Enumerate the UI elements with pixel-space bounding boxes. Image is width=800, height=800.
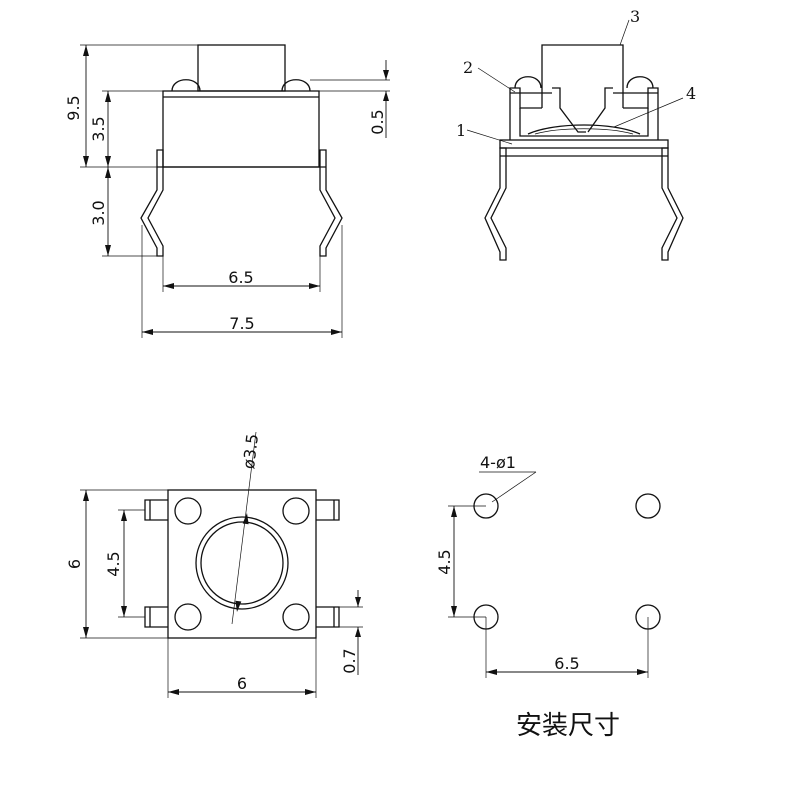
arrowhead [163, 283, 174, 289]
top-button-inner [200, 521, 284, 605]
top-body [167, 489, 317, 639]
footprint-caption: 安装尺寸 [516, 711, 620, 741]
mount-hole [635, 493, 661, 519]
side-view: 9.5 3.5 3.0 0.5 6.5 7.5 [64, 44, 390, 338]
arrowhead [83, 45, 89, 56]
section-dome-inner [534, 128, 634, 135]
dim-label-body-height: 6 [65, 559, 84, 569]
arrowhead [121, 606, 127, 617]
top-pin [144, 499, 168, 521]
section-plunger [541, 44, 624, 108]
leader-line [466, 129, 513, 145]
arrowhead [83, 490, 89, 501]
callout-3: 3 [630, 7, 640, 26]
arrowhead [451, 606, 457, 617]
arrowhead [383, 70, 389, 80]
dim-label-button-diameter: ø3.5 [239, 433, 262, 470]
top-corner-circle [174, 603, 202, 631]
arrowhead [168, 689, 179, 695]
leader-line [613, 97, 684, 128]
section-base-plate [499, 139, 669, 149]
arrowhead [105, 167, 111, 178]
top-button-outer [195, 516, 289, 610]
leader-line [619, 19, 630, 46]
arrowhead [242, 513, 249, 525]
arrowhead [305, 689, 316, 695]
dim-label-pin-spacing: 4.5 [104, 551, 123, 576]
side-plunger [197, 44, 286, 92]
section-right-leg [661, 147, 684, 261]
leader-line [491, 471, 537, 503]
callout-2: 2 [463, 58, 473, 77]
dim-label-body-height: 3.5 [89, 116, 108, 141]
top-view: ø3.5 6 4.5 6 0.7 [65, 431, 363, 698]
arrowhead [331, 329, 342, 335]
arrowhead [637, 669, 648, 675]
top-pin [316, 606, 340, 628]
section-bump-left [514, 76, 542, 89]
arrowhead [451, 506, 457, 517]
section-dome [527, 124, 641, 135]
arrowhead [235, 600, 242, 612]
arrowhead [83, 627, 89, 638]
arrowhead [309, 283, 320, 289]
top-pin [316, 499, 340, 521]
leader-line [477, 67, 516, 93]
dim-label-holes: 4-ø1 [480, 453, 516, 472]
side-body [162, 90, 320, 168]
arrowhead [105, 156, 111, 167]
dim-label-row-spacing: 4.5 [435, 549, 454, 574]
arrowhead [105, 91, 111, 102]
arrowhead [355, 627, 361, 637]
callout-1: 1 [456, 121, 466, 140]
leader-line [231, 431, 257, 625]
section-left-leg [484, 147, 507, 261]
dim-label-total-height: 9.5 [64, 95, 83, 120]
arrowhead [486, 669, 497, 675]
section-housing [519, 108, 649, 137]
dim-label-body-width: 6 [237, 674, 247, 693]
dim-label-plate-offset: 0.5 [368, 109, 387, 134]
arrowhead [355, 597, 361, 607]
section-cover-right [623, 87, 659, 140]
arrowhead [105, 245, 111, 256]
top-pin [144, 606, 168, 628]
arrowhead [383, 91, 389, 101]
footprint-view: 4-ø1 4.5 6.5 安装尺寸 [435, 453, 661, 741]
section-stem-left [552, 87, 586, 133]
arrowhead [142, 329, 153, 335]
section-stem-right [587, 87, 613, 133]
side-bump-right [281, 79, 311, 92]
arrowhead [121, 510, 127, 521]
arrowhead [83, 156, 89, 167]
top-corner-circle [174, 497, 202, 525]
section-cover-left [509, 87, 542, 140]
side-right-leg [319, 149, 343, 257]
dim-label-outer-width: 7.5 [229, 314, 254, 333]
dim-label-pin-width: 0.7 [340, 648, 359, 673]
dim-label-pin-pitch: 6.5 [228, 268, 253, 287]
section-bump-right [626, 76, 654, 89]
dim-label-col-spacing: 6.5 [554, 654, 579, 673]
side-left-leg [140, 149, 164, 257]
top-corner-circle [282, 497, 310, 525]
side-bump-left [171, 79, 201, 92]
dim-label-pin-length: 3.0 [89, 200, 108, 225]
section-view: 1 2 3 4 [456, 7, 696, 261]
callout-4: 4 [686, 84, 696, 103]
top-corner-circle [282, 603, 310, 631]
